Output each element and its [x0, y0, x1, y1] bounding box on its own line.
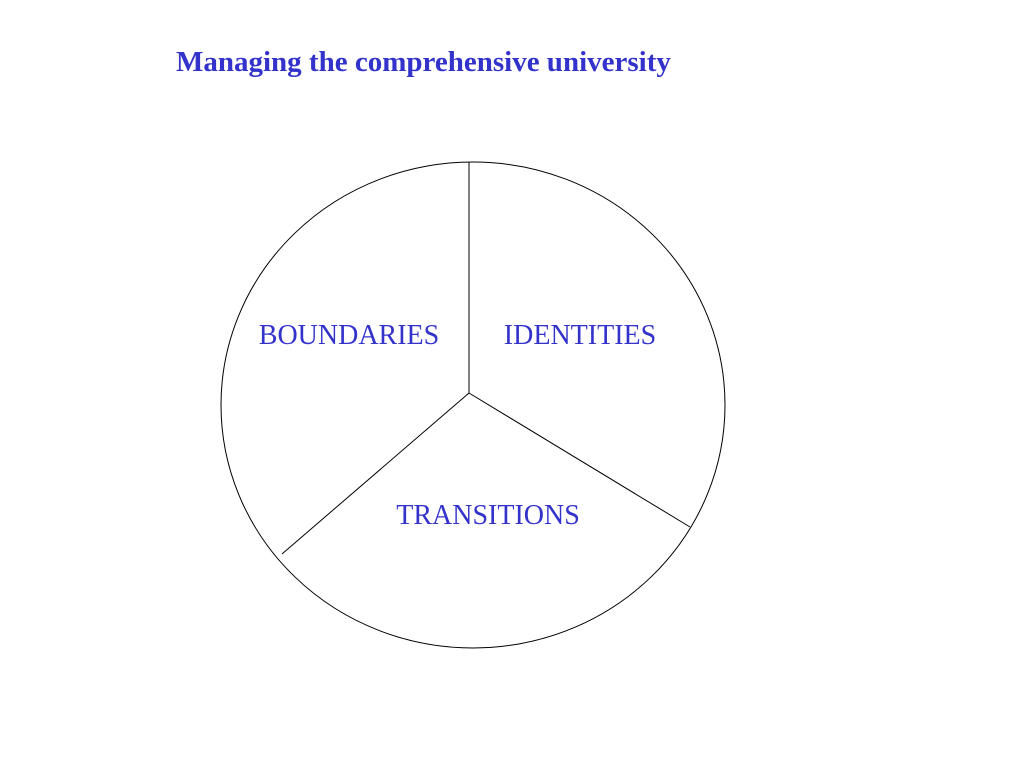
divider-left — [281, 392, 470, 555]
slide-title: Managing the comprehensive university — [176, 46, 671, 78]
segment-label-transitions: TRANSITIONS — [396, 500, 580, 531]
segment-label-boundaries: BOUNDARIES — [259, 320, 439, 351]
diagram-circle — [220, 161, 726, 649]
divider-right — [468, 392, 691, 528]
segment-label-identities: IDENTITIES — [504, 320, 656, 351]
